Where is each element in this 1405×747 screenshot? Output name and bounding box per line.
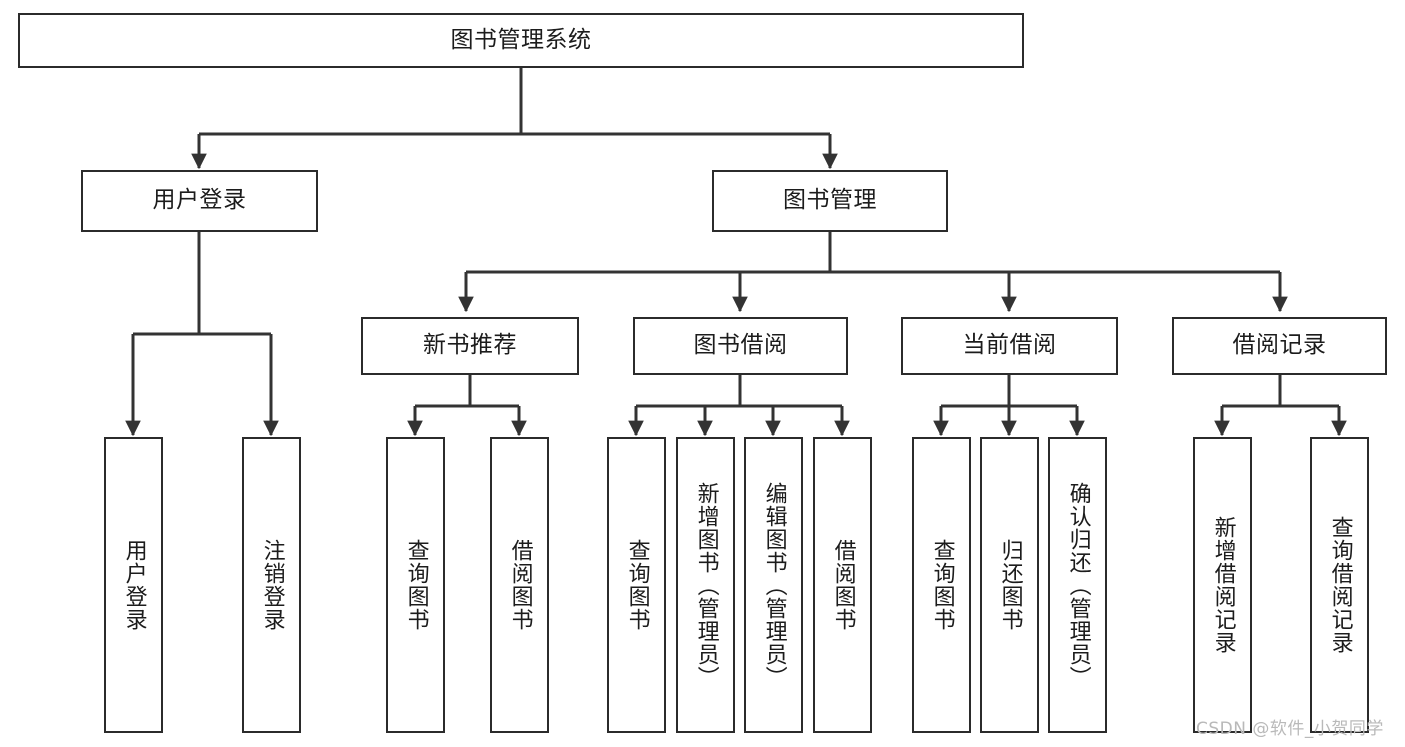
node-leaf-borrow-query-book-label: 查询图书 bbox=[624, 539, 650, 631]
node-current-borrow-label: 当前借阅 bbox=[962, 332, 1057, 359]
node-leaf-edit-book-admin-label: 编辑图书（管理员） bbox=[761, 481, 787, 689]
node-root-label: 图书管理系统 bbox=[450, 26, 592, 53]
node-borrow-record[interactable]: 借阅记录 bbox=[1172, 317, 1387, 375]
node-leaf-newbook-borrow-book-label: 借阅图书 bbox=[507, 539, 533, 631]
node-leaf-newbook-query-book[interactable]: 查询图书 bbox=[386, 437, 445, 733]
node-leaf-confirm-return-admin-label: 确认归还（管理员） bbox=[1065, 481, 1091, 689]
node-leaf-user-login-label: 用户登录 bbox=[121, 539, 147, 631]
node-book-management[interactable]: 图书管理 bbox=[712, 170, 948, 232]
node-leaf-borrow-book[interactable]: 借阅图书 bbox=[813, 437, 872, 733]
node-leaf-query-borrow-record-label: 查询借阅记录 bbox=[1327, 516, 1353, 654]
node-leaf-current-query-book-label: 查询图书 bbox=[929, 539, 955, 631]
node-user-login-label: 用户登录 bbox=[152, 187, 247, 214]
node-leaf-return-book-label: 归还图书 bbox=[997, 539, 1023, 631]
node-book-management-label: 图书管理 bbox=[783, 187, 877, 214]
node-leaf-current-query-book[interactable]: 查询图书 bbox=[912, 437, 971, 733]
node-leaf-add-book-admin-label: 新增图书（管理员） bbox=[693, 481, 719, 689]
node-leaf-add-book-admin[interactable]: 新增图书（管理员） bbox=[676, 437, 735, 733]
node-leaf-add-borrow-record-label: 新增借阅记录 bbox=[1210, 516, 1236, 654]
node-leaf-user-login[interactable]: 用户登录 bbox=[104, 437, 163, 733]
node-new-book-recommend[interactable]: 新书推荐 bbox=[361, 317, 579, 375]
node-leaf-query-borrow-record[interactable]: 查询借阅记录 bbox=[1310, 437, 1369, 733]
node-leaf-borrow-book-label: 借阅图书 bbox=[830, 539, 856, 631]
node-borrow-record-label: 借阅记录 bbox=[1232, 332, 1327, 359]
node-root[interactable]: 图书管理系统 bbox=[18, 13, 1024, 68]
node-current-borrow[interactable]: 当前借阅 bbox=[901, 317, 1118, 375]
node-book-borrow[interactable]: 图书借阅 bbox=[633, 317, 848, 375]
node-leaf-add-borrow-record[interactable]: 新增借阅记录 bbox=[1193, 437, 1252, 733]
node-leaf-return-book[interactable]: 归还图书 bbox=[980, 437, 1039, 733]
node-user-login[interactable]: 用户登录 bbox=[81, 170, 318, 232]
node-leaf-logout[interactable]: 注销登录 bbox=[242, 437, 301, 733]
node-leaf-newbook-query-book-label: 查询图书 bbox=[403, 539, 429, 631]
node-new-book-recommend-label: 新书推荐 bbox=[423, 332, 517, 359]
node-leaf-newbook-borrow-book[interactable]: 借阅图书 bbox=[490, 437, 549, 733]
node-leaf-logout-label: 注销登录 bbox=[259, 539, 285, 631]
node-leaf-edit-book-admin[interactable]: 编辑图书（管理员） bbox=[744, 437, 803, 733]
node-book-borrow-label: 图书借阅 bbox=[693, 332, 788, 359]
node-leaf-confirm-return-admin[interactable]: 确认归还（管理员） bbox=[1048, 437, 1107, 733]
node-leaf-borrow-query-book[interactable]: 查询图书 bbox=[607, 437, 666, 733]
